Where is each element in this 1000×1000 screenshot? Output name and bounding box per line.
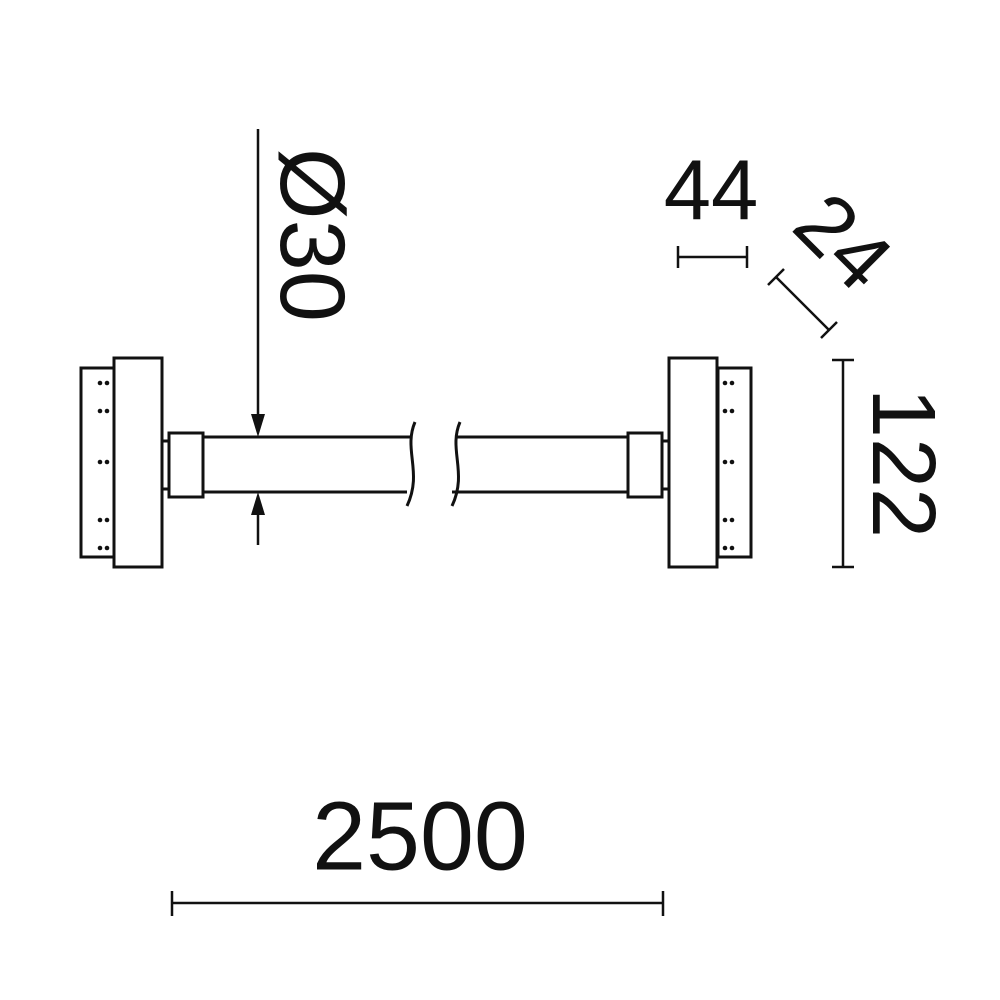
bracket-width-label: 44 — [664, 144, 759, 239]
screw-mark — [729, 517, 735, 523]
diameter-label: Ø30 — [261, 148, 363, 322]
fixture — [79, 356, 753, 569]
screw-mark — [729, 380, 735, 386]
right-collar — [626, 431, 664, 499]
left-mount — [79, 356, 205, 569]
screw-mark — [722, 459, 728, 465]
dimension-overall-length: 2500 — [170, 782, 665, 916]
screw-mark — [729, 408, 735, 414]
arrow-up-icon — [251, 492, 265, 515]
screw-mark — [97, 517, 103, 523]
arrow-down-icon — [251, 414, 265, 437]
dimension-diameter: Ø30 — [251, 129, 363, 545]
screw-mark — [722, 380, 728, 386]
screw-mark — [97, 459, 103, 465]
break-marks — [405, 421, 462, 507]
bracket-depth-line — [775, 276, 830, 331]
screw-mark — [729, 545, 735, 551]
bracket-height-ticks — [832, 358, 854, 569]
screw-mark — [104, 545, 110, 551]
screw-mark — [97, 380, 103, 386]
bracket-depth-ticks — [767, 268, 838, 339]
screw-mark — [97, 545, 103, 551]
screw-mark — [722, 545, 728, 551]
screw-mark — [722, 408, 728, 414]
screw-mark — [722, 517, 728, 523]
bracket-width-ticks — [676, 246, 749, 268]
left-screw-marks — [97, 380, 110, 551]
screw-mark — [104, 459, 110, 465]
screw-mark — [104, 517, 110, 523]
screw-mark — [104, 380, 110, 386]
left-front-plate — [112, 356, 164, 569]
overall-length-ticks — [170, 891, 665, 916]
bracket-depth-label: 24 — [776, 175, 910, 309]
rod — [203, 421, 628, 507]
dimension-bracket-height: 122 — [832, 358, 953, 569]
right-front-plate — [667, 356, 719, 569]
screw-mark — [97, 408, 103, 414]
dimension-bracket-width: 44 — [664, 144, 759, 268]
right-screw-marks — [722, 380, 735, 551]
dimension-bracket-depth: 24 — [767, 175, 910, 339]
overall-length-label: 2500 — [312, 782, 528, 891]
right-mount — [626, 356, 753, 569]
rod-lines — [203, 435, 628, 494]
screw-mark — [104, 408, 110, 414]
bracket-height-label: 122 — [853, 388, 953, 538]
screw-mark — [729, 459, 735, 465]
left-collar — [167, 431, 205, 499]
